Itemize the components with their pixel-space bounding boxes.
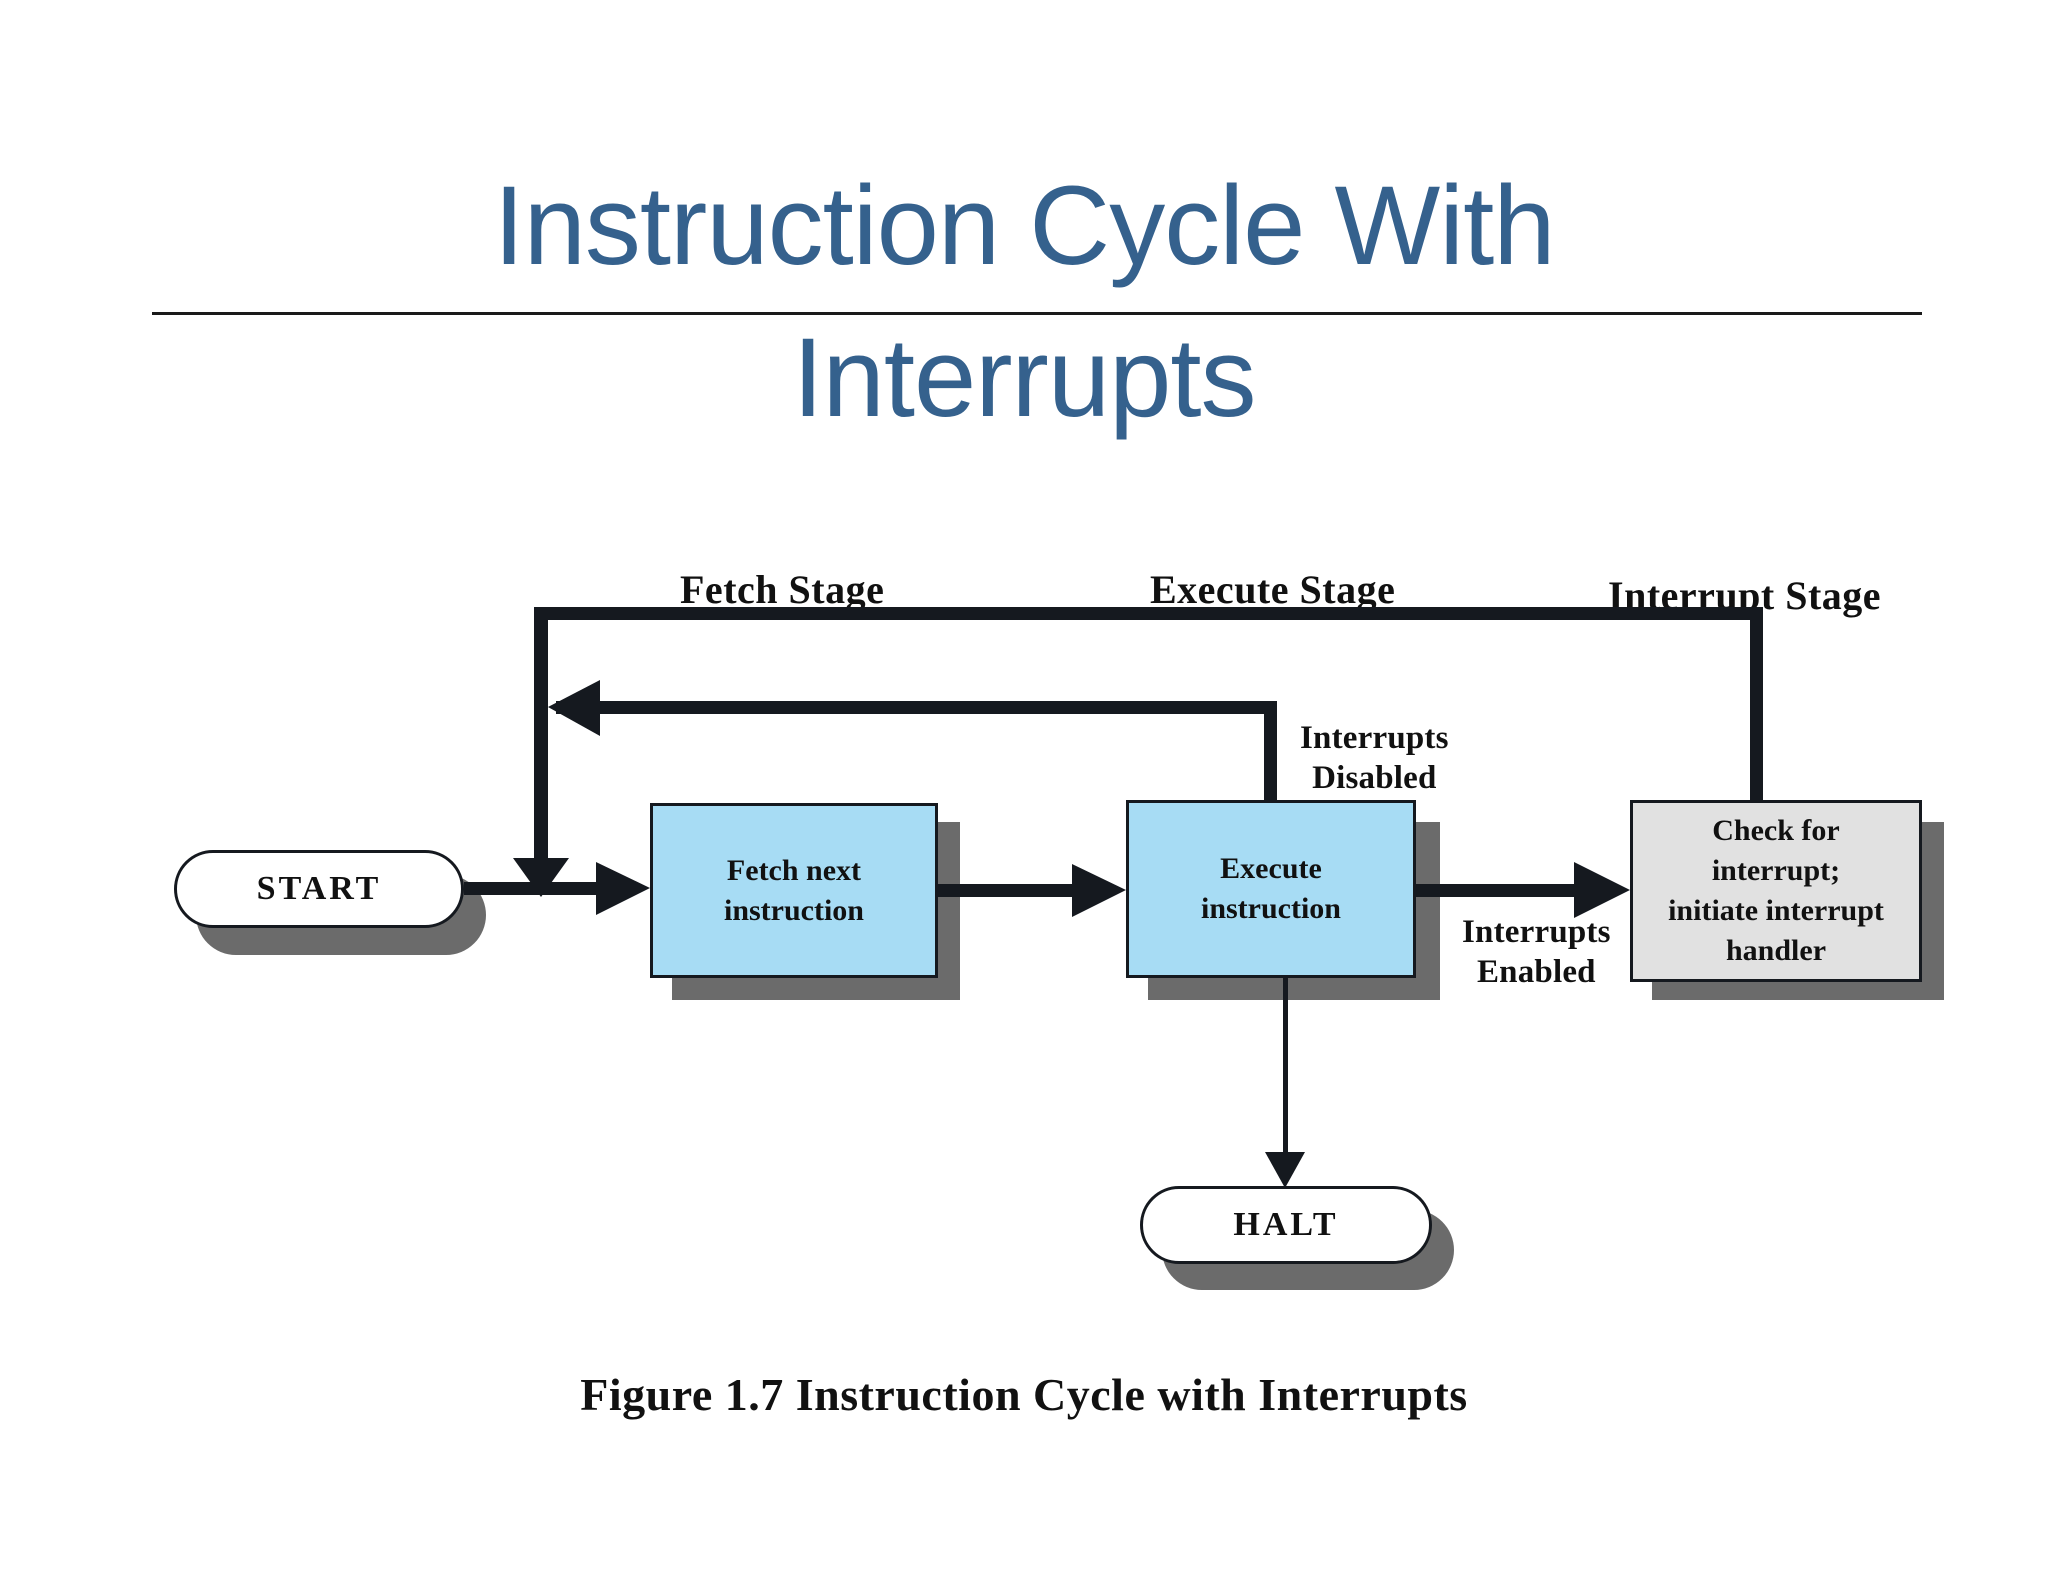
edge-label-interrupts-disabled: Interrupts Disabled (1300, 720, 1449, 796)
stage-label-execute: Execute Stage (1150, 567, 1396, 612)
wire-start-to-fetch-arrowhead (596, 862, 650, 915)
wire-left-return-arrowhead (513, 858, 569, 897)
wire-inner-feedback-arrowhead (548, 680, 600, 736)
wire-start-to-fetch (464, 882, 628, 895)
wire-execute-to-halt-arrowhead (1265, 1152, 1305, 1188)
wire-inner-feedback-horizontal (556, 701, 1277, 714)
wire-inner-feedback-vertical (1264, 701, 1277, 803)
title-underline-rule (152, 312, 1922, 315)
edge-label-interrupts-enabled: Interrupts Enabled (1462, 914, 1611, 990)
wire-execute-to-check (1416, 884, 1606, 897)
wire-execute-to-check-arrowhead (1574, 862, 1630, 918)
page-title: Instruction Cycle With Interrupts (493, 163, 1556, 440)
node-start[interactable]: START (174, 850, 464, 928)
node-check-for-interrupt[interactable]: Check for interrupt; initiate interrupt … (1630, 800, 1922, 982)
wire-top-bus-right-vertical (1750, 607, 1763, 803)
wire-fetch-to-execute-arrowhead (1072, 864, 1126, 917)
wire-fetch-to-execute (938, 884, 1104, 897)
node-halt[interactable]: HALT (1140, 1186, 1432, 1264)
node-fetch-next-instruction[interactable]: Fetch next instruction (650, 803, 938, 978)
stage-label-fetch: Fetch Stage (680, 567, 885, 612)
stage-label-interrupt: Interrupt Stage (1608, 573, 1882, 618)
wire-execute-to-halt (1283, 978, 1288, 1168)
node-execute-instruction[interactable]: Execute instruction (1126, 800, 1416, 978)
wire-left-return-vertical (534, 607, 548, 890)
figure-caption: Figure 1.7 Instruction Cycle with Interr… (580, 1369, 1468, 1420)
